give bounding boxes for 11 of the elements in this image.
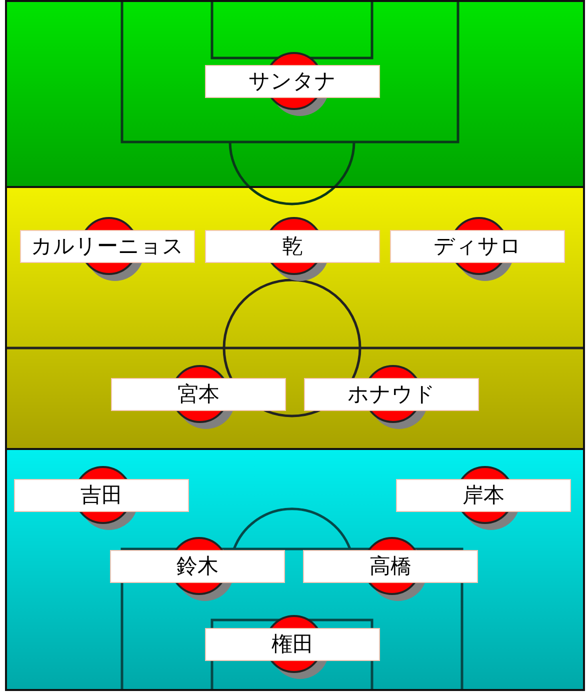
player-name-label: 岸本 — [396, 479, 571, 512]
player-name-label: 宮本 — [111, 378, 286, 411]
player-name-label: サンタナ — [205, 65, 380, 98]
player-name-label: カルリーニョス — [20, 230, 195, 263]
player-name-label: 乾 — [205, 230, 380, 263]
player-name-label: 高橋 — [303, 550, 478, 583]
player-name-label: ディサロ — [390, 230, 565, 263]
player-name-label: 吉田 — [14, 479, 189, 512]
player-name-label: 鈴木 — [110, 550, 285, 583]
player-name-label: ホナウド — [304, 378, 479, 411]
player-name-label: 権田 — [205, 628, 380, 661]
